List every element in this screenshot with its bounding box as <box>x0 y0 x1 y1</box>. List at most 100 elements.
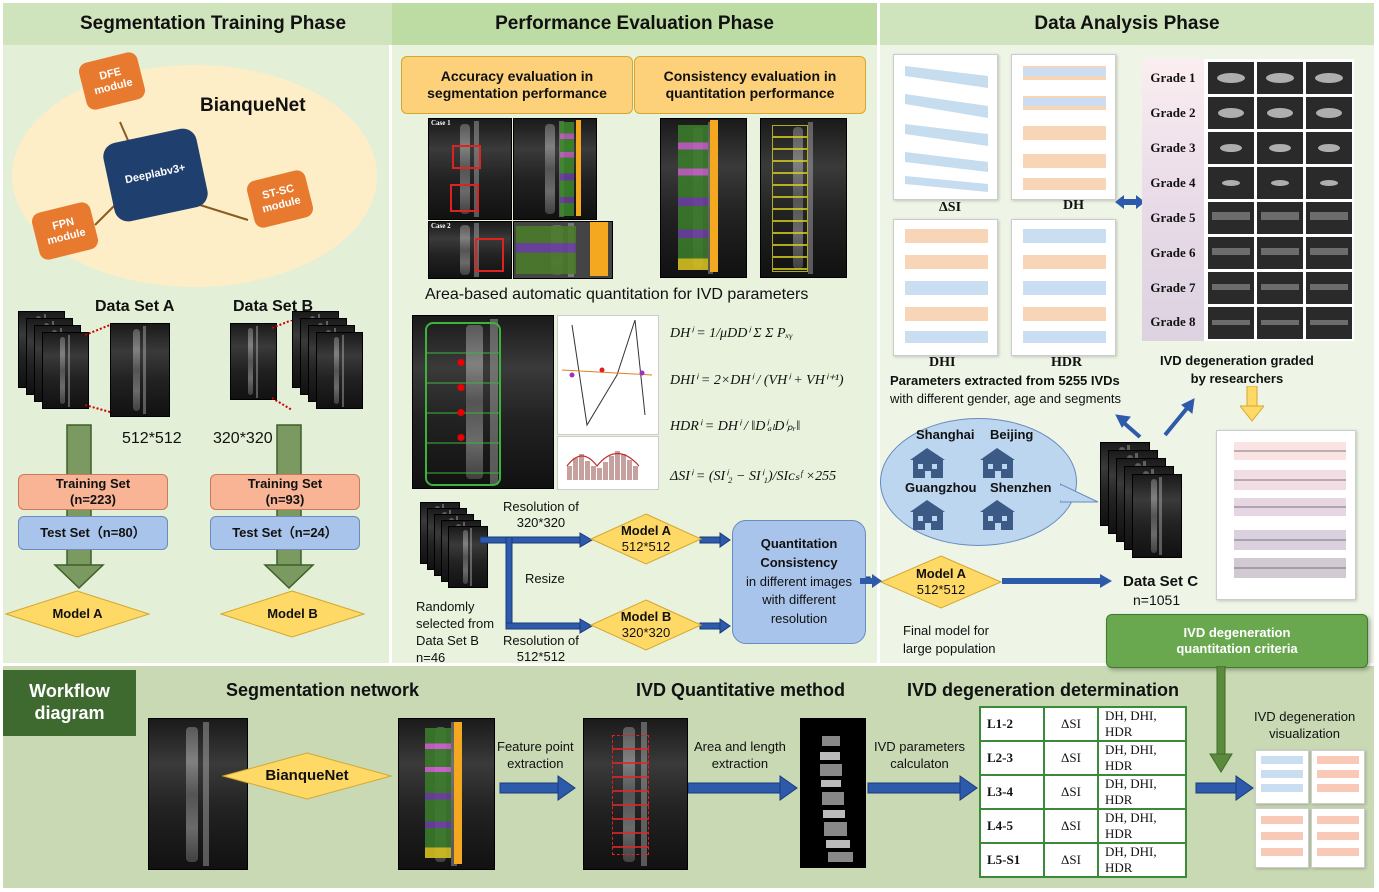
set-c-stack-5 <box>1132 474 1182 558</box>
grade-4-label: Grade 4 <box>1150 175 1196 190</box>
graded-label: IVD degeneration graded by researchers <box>1160 353 1314 386</box>
resize-label: Resize <box>525 571 565 586</box>
grade-8-label: Grade 8 <box>1150 314 1196 329</box>
consistency-seg-2-overlay <box>772 125 808 272</box>
cities-bubble <box>880 418 1077 546</box>
grade-1-label: Grade 1 <box>1150 70 1196 85</box>
segment-cell: L3-4 <box>979 774 1045 810</box>
res-320-label: Resolution of 320*320 <box>503 499 579 531</box>
height-params-cell: DH, DHI, HDR <box>1097 808 1187 844</box>
segment-cell: L2-3 <box>979 740 1045 776</box>
city-beijing: Beijing <box>990 427 1034 442</box>
quant-method-title: IVD Quantitative method <box>636 680 846 700</box>
dataset-b-stack-4 <box>316 332 363 409</box>
test-set-b: Test Set（n=24） <box>210 516 360 550</box>
analysis-flow-arrows <box>860 574 1112 588</box>
height-params-cell: DH, DHI, HDR <box>1097 774 1187 810</box>
area-quant-title: Area-based automatic quantitation for IV… <box>425 286 809 303</box>
dh-caption: DH <box>1063 198 1084 213</box>
formula-dh: DHⁱ = 1/μDDⁱ Σ Σ Pₓᵧ <box>670 326 793 341</box>
criteria-chart-bands <box>1234 442 1346 578</box>
grade-images <box>1208 62 1352 339</box>
segment-cell: L1-2 <box>979 706 1045 742</box>
city-guangzhou: Guangzhou <box>905 480 977 495</box>
dataset-a-image <box>110 323 170 417</box>
training-set-a-label: Training Set (n=223) <box>55 476 131 507</box>
set-c-up-arrows <box>1115 398 1195 439</box>
hdr-caption: HDR <box>1051 355 1083 370</box>
consistency-seg-1-overlay <box>678 125 708 270</box>
model-a-diamond: Model A <box>5 590 150 638</box>
height-params-cell: DH, DHI, HDR <box>1097 842 1187 878</box>
test-set-b-label: Test Set（n=24） <box>232 525 338 541</box>
double-arrow <box>1115 195 1145 209</box>
viz-chart-bands <box>1261 756 1359 856</box>
visualization-label: IVD degeneration visualization <box>1254 709 1356 741</box>
dataset-b-zoom-lines <box>272 320 293 411</box>
dataset-b-image <box>230 323 277 400</box>
workflow-bianquenet-diamond: BianqueNet <box>222 752 392 800</box>
criteria-label: IVD degeneration quantitation criteria <box>1176 625 1298 656</box>
dataset-a-zoom-lines <box>85 324 111 413</box>
formula-dhi: DHIⁱ = 2×DHⁱ / (VHⁱ + VHⁱ⁺¹) <box>670 373 844 388</box>
model-b-diamond: Model B <box>220 590 365 638</box>
accuracy-label: Accuracy evaluation in segmentation perf… <box>427 68 607 101</box>
si-cell: ΔSI <box>1043 842 1099 878</box>
workflow-feature-points <box>612 735 649 855</box>
bianquenet-title: BianqueNet <box>200 95 306 116</box>
workflow-seg-canal <box>454 722 462 864</box>
workflow-seg-overlay <box>425 728 451 858</box>
analysis-model-a-res: 512*512 <box>916 582 966 597</box>
seg-network-title: Segmentation network <box>226 680 420 700</box>
random-stack-5 <box>448 526 488 588</box>
training-phase-header: Segmentation Training Phase <box>3 3 423 45</box>
params-bold: Parameters extracted from 5255 IVDs <box>890 373 1120 388</box>
city-shenzhen: Shenzhen <box>990 480 1052 495</box>
model-a-label: Model A <box>52 606 103 622</box>
determination-title: IVD degeneration determination <box>907 680 1180 700</box>
training-set-b: Training Set (n=93) <box>210 474 360 510</box>
case1-seg-canal <box>576 120 581 216</box>
set-c-count: n=1051 <box>1133 592 1181 608</box>
grade-2-label: Grade 2 <box>1150 105 1196 120</box>
workflow-label: Workflow diagram <box>29 681 110 723</box>
formula-hdr: HDRⁱ = DHⁱ / ‖DⁱₐₗDⁱₚᵣ‖ <box>670 419 801 434</box>
workflow-area-shapes <box>820 736 853 862</box>
si-cell: ΔSI <box>1043 740 1099 776</box>
height-params-cell: DH, DHI, HDR <box>1097 740 1187 776</box>
height-params-cell: DH, DHI, HDR <box>1097 706 1187 742</box>
quant-diagram-lines <box>561 319 653 427</box>
workflow-bianquenet-label: BianqueNet <box>265 767 349 784</box>
case2-label: Case 2 <box>431 222 451 230</box>
segment-cell: L5-S1 <box>979 842 1045 878</box>
eval-model-b-res: 320*320 <box>621 625 671 640</box>
fpn-label: FPN module <box>46 215 87 248</box>
training-set-b-label: Training Set (n=93) <box>247 476 323 507</box>
consistency-seg-1-canal <box>710 120 718 272</box>
evaluation-phase-header: Performance Evaluation Phase <box>392 3 877 45</box>
final-model-label: Final model for large population <box>903 623 996 656</box>
grade-3-label: Grade 3 <box>1150 140 1196 155</box>
cities-bubble-tail <box>1060 483 1099 503</box>
qc-bold: Quantitation Consistency <box>760 535 838 570</box>
grade-label-col <box>1142 59 1204 341</box>
grade-7-label: Grade 7 <box>1150 280 1196 295</box>
quant-histogram-bars <box>566 451 640 480</box>
feature-label: Feature point extraction <box>497 739 574 771</box>
workflow-input-mri <box>148 718 248 870</box>
si-cell: ΔSI <box>1043 774 1099 810</box>
dataset-a-resolution: 512*512 <box>122 430 182 447</box>
dsi-chart-bands <box>905 66 988 192</box>
case2-seg-canal <box>590 222 608 276</box>
params-calc-label: IVD parameters calculaton <box>874 739 966 771</box>
model-b-label: Model B <box>267 606 318 622</box>
test-set-a: Test Set（n=80） <box>18 516 168 550</box>
city-shanghai: Shanghai <box>916 427 975 442</box>
dhi-chart-bands <box>905 229 988 343</box>
quant-points <box>430 350 492 450</box>
